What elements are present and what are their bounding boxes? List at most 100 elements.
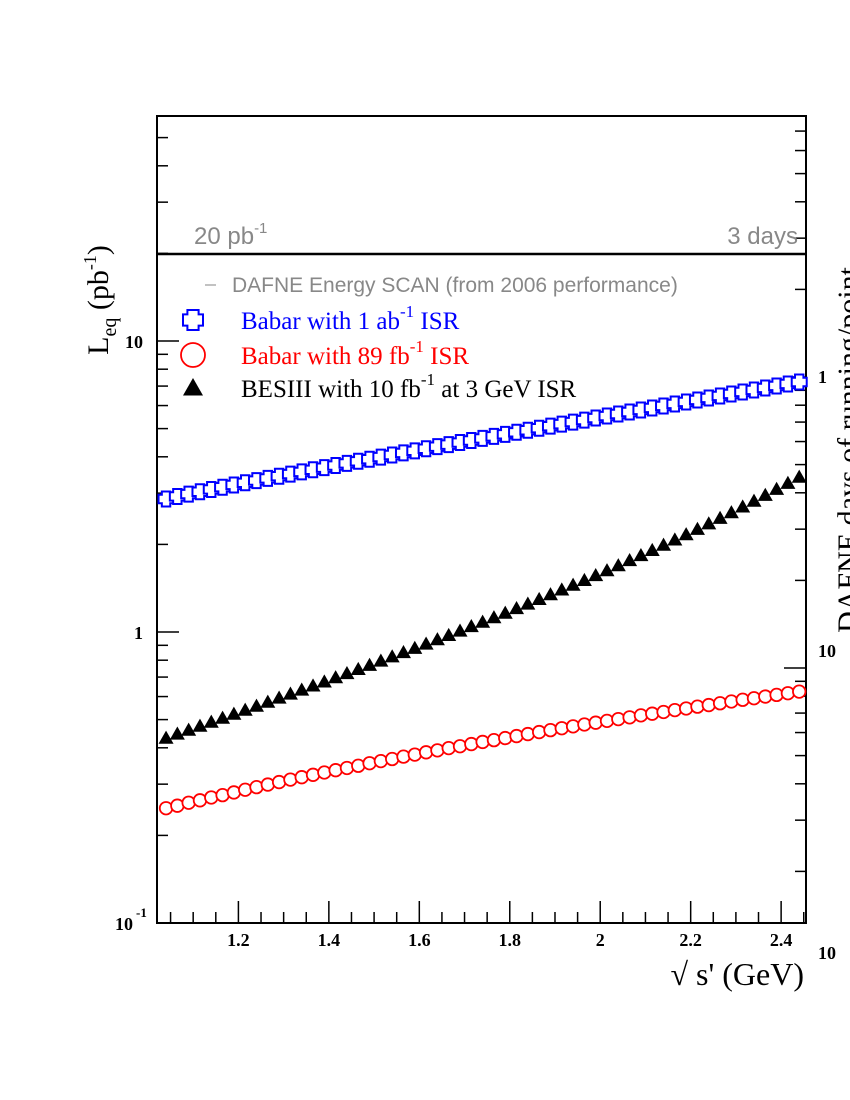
marker-triangle (599, 563, 615, 577)
marker-triangle (769, 481, 785, 495)
marker-cross (790, 373, 808, 391)
marker-circle (204, 790, 219, 805)
marker-triangle (486, 610, 502, 624)
marker-circle (441, 740, 456, 756)
marker-circle (362, 756, 377, 771)
axis-ticks (157, 130, 806, 924)
marker-triangle (429, 632, 445, 646)
marker-triangle (520, 596, 536, 610)
y-tick-label: 10 (115, 914, 133, 934)
reference-line-label-left: 20 pb-1 (194, 220, 267, 250)
marker-triangle (339, 666, 355, 680)
marker-circle (792, 684, 807, 699)
marker-triangle (565, 577, 581, 591)
marker-triangle (656, 537, 672, 551)
marker-triangle (183, 378, 203, 396)
marker-triangle (203, 714, 219, 728)
x-tick-label: 1.2 (227, 930, 250, 950)
marker-circle (238, 782, 253, 797)
marker-triangle (226, 706, 242, 720)
legend-item: Babar with 1 ab-1 ISR (182, 302, 460, 335)
marker-circle (407, 747, 422, 762)
marker-circle (385, 751, 400, 767)
marker-triangle (350, 661, 366, 675)
marker-triangle (192, 718, 208, 732)
marker-circle (373, 753, 389, 769)
marker-circle (486, 732, 502, 748)
marker-circle (588, 715, 603, 730)
y-right-tick-label: 10 (818, 641, 836, 661)
legend-item: BESIII with 10 fb-1 at 3 GeV ISR (183, 370, 577, 403)
marker-triangle (531, 591, 547, 605)
marker-triangle (475, 614, 491, 628)
marker-circle (452, 739, 468, 754)
x-tick-label: 1.8 (499, 930, 522, 950)
series-open-circle (158, 684, 807, 816)
marker-triangle (757, 487, 773, 501)
legend-label: BESIII with 10 fb-1 at 3 GeV ISR (241, 370, 577, 403)
marker-triangle (735, 499, 751, 513)
marker-circle (565, 719, 581, 734)
marker-triangle (678, 527, 694, 541)
marker-circle (532, 724, 547, 740)
marker-circle (271, 774, 287, 790)
marker-circle (158, 801, 174, 816)
marker-circle (543, 722, 558, 738)
legend: DAFNE Energy SCAN (from 2006 performance… (180, 274, 678, 403)
marker-circle (712, 696, 728, 711)
marker-triangle (644, 542, 660, 556)
marker-triangle (441, 627, 457, 641)
x-tick-label: 1.6 (408, 930, 431, 950)
marker-triangle (542, 587, 558, 601)
marker-circle (305, 767, 321, 782)
marker-triangle (576, 572, 592, 586)
marker-triangle (328, 670, 344, 684)
marker-circle (249, 779, 264, 795)
marker-circle (554, 721, 569, 736)
series-open-cross (157, 373, 808, 508)
marker-triangle (554, 582, 570, 596)
svg-text:DAFNE days of running/point: DAFNE days of running/point (832, 266, 850, 632)
y-axis-title-main: L (82, 337, 115, 355)
marker-circle (339, 760, 355, 776)
legend-item: Babar with 89 fb-1 ISR (180, 337, 469, 370)
marker-triangle (622, 553, 638, 567)
marker-triangle (271, 690, 287, 704)
marker-circle (622, 710, 637, 725)
marker-circle (498, 730, 513, 746)
marker-circle (599, 713, 615, 729)
marker-circle (294, 770, 309, 785)
marker-triangle (610, 558, 626, 572)
x-tick-label: 2.4 (770, 930, 793, 950)
marker-circle (180, 342, 206, 368)
marker-triangle (497, 605, 513, 619)
marker-circle (283, 772, 298, 787)
y-axis-title: Leq (pb-1) (80, 245, 121, 355)
marker-circle (464, 736, 479, 752)
legend-label: Babar with 1 ab-1 ISR (241, 302, 460, 335)
y-right-tick-label: 10 (818, 943, 836, 963)
marker-circle (418, 745, 434, 760)
x-axis-title: √ s' (GeV) (670, 956, 804, 992)
marker-circle (701, 697, 716, 713)
x-tick-label: 2 (596, 930, 605, 950)
series-filled-triangle (158, 469, 807, 744)
marker-circle (181, 795, 196, 810)
marker-triangle (633, 547, 649, 562)
marker-triangle (373, 653, 389, 667)
marker-triangle (463, 619, 479, 633)
marker-circle (430, 743, 445, 758)
marker-circle (509, 728, 524, 744)
marker-triangle (667, 532, 683, 546)
marker-triangle (316, 674, 332, 688)
marker-circle (396, 749, 411, 764)
marker-triangle (158, 730, 174, 744)
marker-circle (678, 701, 694, 716)
plot-frame (156, 115, 807, 924)
x-tick-label: 2.2 (679, 930, 702, 950)
marker-circle (317, 765, 332, 780)
marker-triangle (215, 710, 231, 724)
marker-triangle (712, 510, 728, 524)
